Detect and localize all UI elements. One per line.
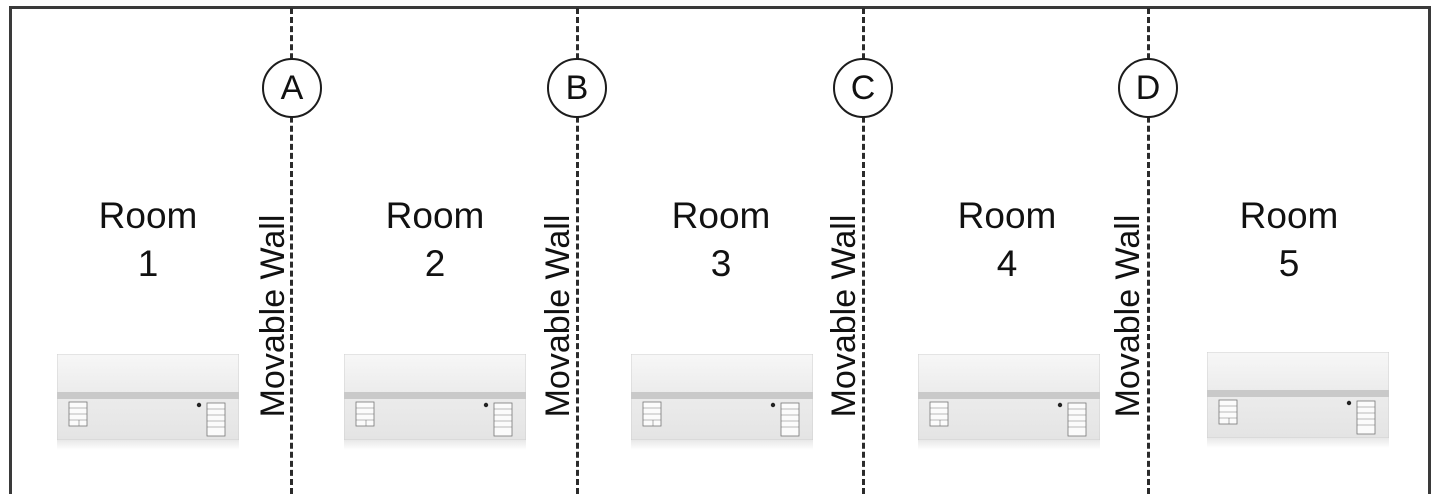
- room-label-2: Room 2: [345, 192, 525, 288]
- movable-wall-line-b: [576, 8, 579, 494]
- wall-marker-d: D: [1118, 58, 1178, 118]
- room-number: 3: [710, 243, 732, 284]
- movable-wall-label-d: Movable Wall: [1109, 214, 1147, 418]
- movable-wall-line-a: [290, 8, 293, 494]
- room-word: Room: [1239, 195, 1339, 236]
- movable-wall-label-b: Movable Wall: [539, 214, 577, 418]
- room-word: Room: [957, 195, 1057, 236]
- keypad-room-3: [631, 354, 813, 450]
- movable-wall-line-d: [1147, 8, 1150, 494]
- room-label-4: Room 4: [917, 192, 1097, 288]
- wall-marker-c: C: [833, 58, 893, 118]
- movable-wall-label-a: Movable Wall: [254, 214, 292, 418]
- keypad-room-2: [344, 354, 526, 450]
- room-label-1: Room 1: [58, 192, 238, 288]
- room-word: Room: [671, 195, 771, 236]
- room-number: 4: [996, 243, 1018, 284]
- keypad-room-5: [1207, 352, 1389, 448]
- room-label-5: Room 5: [1199, 192, 1379, 288]
- room-word: Room: [98, 195, 198, 236]
- room-number: 1: [137, 243, 159, 284]
- wall-marker-a: A: [262, 58, 322, 118]
- keypad-room-1: [57, 354, 239, 450]
- room-number: 5: [1278, 243, 1300, 284]
- keypad-room-4: [918, 354, 1100, 450]
- movable-wall-label-c: Movable Wall: [825, 214, 863, 418]
- room-word: Room: [385, 195, 485, 236]
- building-outline: [9, 6, 1431, 494]
- room-label-3: Room 3: [631, 192, 811, 288]
- room-number: 2: [424, 243, 446, 284]
- movable-wall-line-c: [862, 8, 865, 494]
- wall-marker-b: B: [547, 58, 607, 118]
